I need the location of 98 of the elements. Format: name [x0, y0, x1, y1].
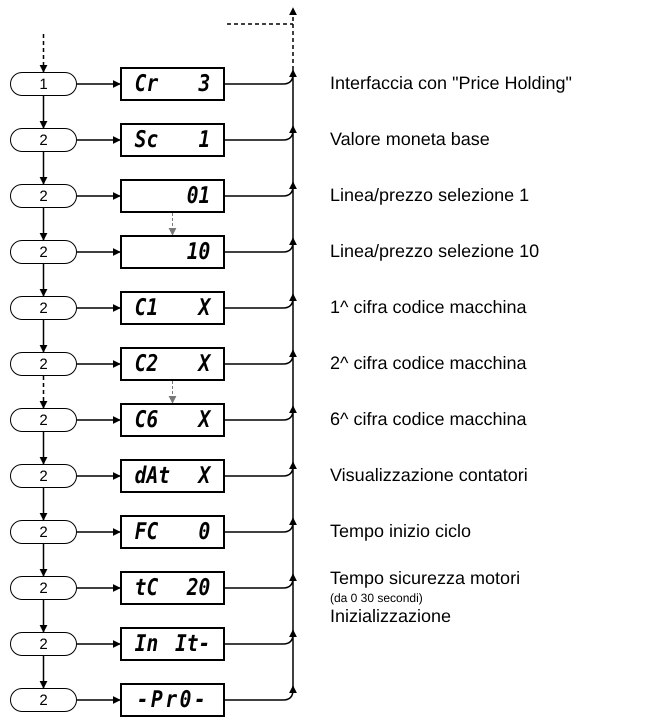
key-press-box	[10, 352, 77, 376]
arrow	[40, 544, 48, 577]
display-readout: 01	[186, 183, 210, 209]
key-count: 2	[39, 636, 48, 652]
arrow	[40, 376, 48, 409]
arrow	[225, 293, 297, 309]
key-count: 2	[39, 244, 48, 260]
key-press-box	[10, 688, 77, 712]
arrow	[225, 69, 297, 85]
arrow	[77, 640, 121, 648]
description-text: 2^ cifra codice macchina	[330, 353, 527, 374]
display-readout: Sc 1	[134, 127, 210, 153]
display-box	[120, 571, 225, 605]
description-text: Visualizzazione contatori	[330, 465, 528, 486]
arrow	[40, 34, 48, 73]
display-readout: C6 X	[134, 407, 210, 433]
note-text: (da 0 30 secondi)	[330, 591, 423, 605]
description-text: 1^ cifra codice macchina	[330, 297, 527, 318]
arrow	[225, 237, 297, 253]
display-box	[120, 179, 225, 213]
arrow	[40, 208, 48, 241]
arrow	[40, 152, 48, 185]
display-readout: dAt X	[134, 463, 210, 489]
description-text: Interfaccia con "Price Holding"	[330, 73, 572, 94]
display-readout: -Pr0-	[136, 687, 210, 713]
display-box	[120, 459, 225, 493]
arrow	[77, 472, 121, 480]
arrow	[40, 96, 48, 129]
key-count: 2	[39, 188, 48, 204]
key-count: 2	[39, 692, 48, 708]
arrow	[40, 600, 48, 633]
display-box	[120, 235, 225, 269]
arrow	[225, 181, 297, 197]
arrow	[77, 304, 121, 312]
display-box	[120, 347, 225, 381]
key-press-box	[10, 520, 77, 544]
key-press-box	[10, 576, 77, 600]
description-text: Tempo sicurezza motori	[330, 568, 520, 589]
key-press-box	[10, 184, 77, 208]
description-text: Tempo inizio ciclo	[330, 521, 472, 542]
key-count: 2	[39, 524, 48, 540]
key-press-box	[10, 296, 77, 320]
arrow	[40, 432, 48, 465]
display-readout: C2 X	[134, 351, 210, 377]
key-count: 2	[39, 580, 48, 596]
arrow	[40, 320, 48, 353]
arrow	[77, 192, 121, 200]
key-count: 2	[39, 300, 48, 316]
arrow	[77, 528, 121, 536]
key-count: 1	[39, 76, 48, 92]
arrow	[225, 685, 297, 701]
arrow	[225, 405, 297, 421]
description-text: Linea/prezzo selezione 10	[330, 241, 540, 262]
description-text: Valore moneta base	[330, 129, 490, 150]
key-press-box	[10, 464, 77, 488]
display-readout: 10	[186, 239, 210, 265]
arrow	[77, 584, 121, 592]
arrow	[225, 349, 297, 365]
display-box	[120, 291, 225, 325]
arrow	[168, 212, 176, 236]
arrow	[225, 125, 297, 141]
display-box	[120, 515, 225, 549]
display-box	[120, 403, 225, 437]
arrow	[77, 360, 121, 368]
arrow	[168, 380, 176, 404]
display-box	[120, 67, 225, 101]
arrow	[225, 517, 297, 533]
arrow	[40, 264, 48, 297]
arrow	[225, 573, 297, 589]
key-press-box	[10, 128, 77, 152]
arrow	[77, 136, 121, 144]
key-press-box	[10, 72, 77, 96]
arrow	[77, 416, 121, 424]
key-press-box	[10, 240, 77, 264]
key-count: 2	[39, 468, 48, 484]
display-readout: FC 0	[134, 519, 210, 545]
key-count: 2	[39, 356, 48, 372]
arrow	[77, 248, 121, 256]
display-readout: In It-	[134, 631, 210, 657]
arrow	[40, 488, 48, 521]
arrow	[40, 656, 48, 689]
key-press-box	[10, 408, 77, 432]
arrow	[225, 461, 297, 477]
display-readout: tC 20	[134, 575, 210, 601]
description-text: 6^ cifra codice macchina	[330, 409, 527, 430]
key-count: 2	[39, 412, 48, 428]
display-box	[120, 683, 225, 717]
arrow	[77, 80, 121, 88]
display-readout: C1 X	[134, 295, 210, 321]
display-box	[120, 123, 225, 157]
key-press-box	[10, 632, 77, 656]
arrow	[225, 629, 297, 645]
description-text: Linea/prezzo selezione 1	[330, 185, 530, 206]
arrow	[77, 696, 121, 704]
key-count: 2	[39, 132, 48, 148]
display-box	[120, 627, 225, 661]
description-text: Inizializzazione	[330, 606, 452, 627]
display-readout: Cr 3	[134, 71, 210, 97]
